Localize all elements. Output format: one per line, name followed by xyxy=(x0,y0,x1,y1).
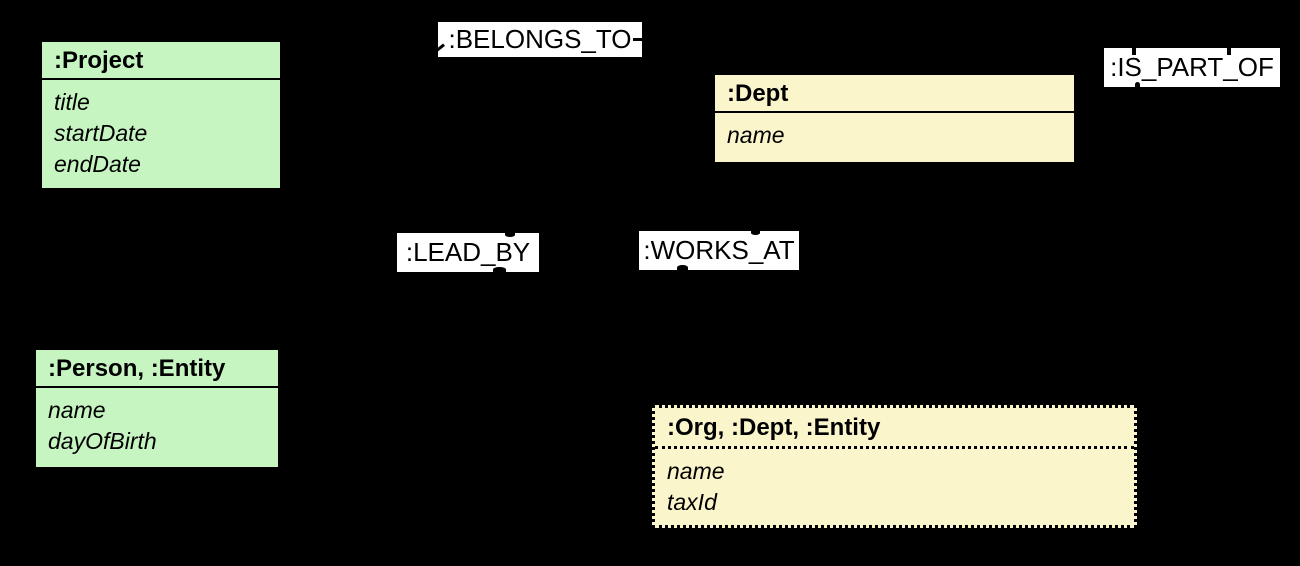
arrow-fragment xyxy=(677,265,688,270)
node-project-title: :Project xyxy=(42,42,280,80)
node-dept-attributes: name xyxy=(715,113,1074,158)
arrow-fragment xyxy=(505,233,515,237)
attribute-line: name xyxy=(667,458,725,484)
node-person-entity-title: :Person, :Entity xyxy=(36,350,278,388)
relationship-label-text: :LEAD_BY xyxy=(405,237,531,267)
node-person-entity-attributes: name dayOfBirth xyxy=(36,388,278,464)
attribute-line: endDate xyxy=(54,151,141,177)
attribute-line: name xyxy=(727,122,785,148)
arrow-fragment xyxy=(1132,48,1136,55)
relationship-label-is-part-of: :IS_PART_OF xyxy=(1104,48,1280,87)
relationship-label-works-at: :WORKS_AT xyxy=(639,231,799,270)
attribute-line: startDate xyxy=(54,120,148,146)
relationship-label-belongs-to: :BELONGS_TO xyxy=(436,22,645,57)
arrow-fragment xyxy=(493,267,506,272)
attribute-line: title xyxy=(54,89,90,115)
node-dept: :Dept name xyxy=(713,73,1076,164)
attribute-line: name xyxy=(48,397,106,423)
relationship-label-text: :WORKS_AT xyxy=(643,235,795,265)
arrow-fragment xyxy=(751,231,760,235)
node-project: :Project title startDate endDate xyxy=(40,40,282,190)
node-dept-title: :Dept xyxy=(715,75,1074,113)
arrow-fragment xyxy=(1135,82,1140,87)
relationship-label-text: :BELONGS_TO xyxy=(448,24,632,54)
node-project-attributes: title startDate endDate xyxy=(42,80,280,187)
node-org-dept-entity-title: :Org, :Dept, :Entity xyxy=(655,408,1134,449)
arrow-fragment xyxy=(1227,48,1231,55)
arrow-fragment xyxy=(633,38,645,41)
node-org-dept-entity-attributes: name taxId xyxy=(655,449,1134,525)
attribute-line: taxId xyxy=(667,489,717,515)
node-org-dept-entity: :Org, :Dept, :Entity name taxId xyxy=(652,405,1137,528)
relationship-label-lead-by: :LEAD_BY xyxy=(397,233,539,272)
attribute-line: dayOfBirth xyxy=(48,428,157,454)
relationship-label-text: :IS_PART_OF xyxy=(1110,52,1274,82)
arrow-fragment xyxy=(436,43,445,52)
node-person-entity: :Person, :Entity name dayOfBirth xyxy=(34,348,280,469)
